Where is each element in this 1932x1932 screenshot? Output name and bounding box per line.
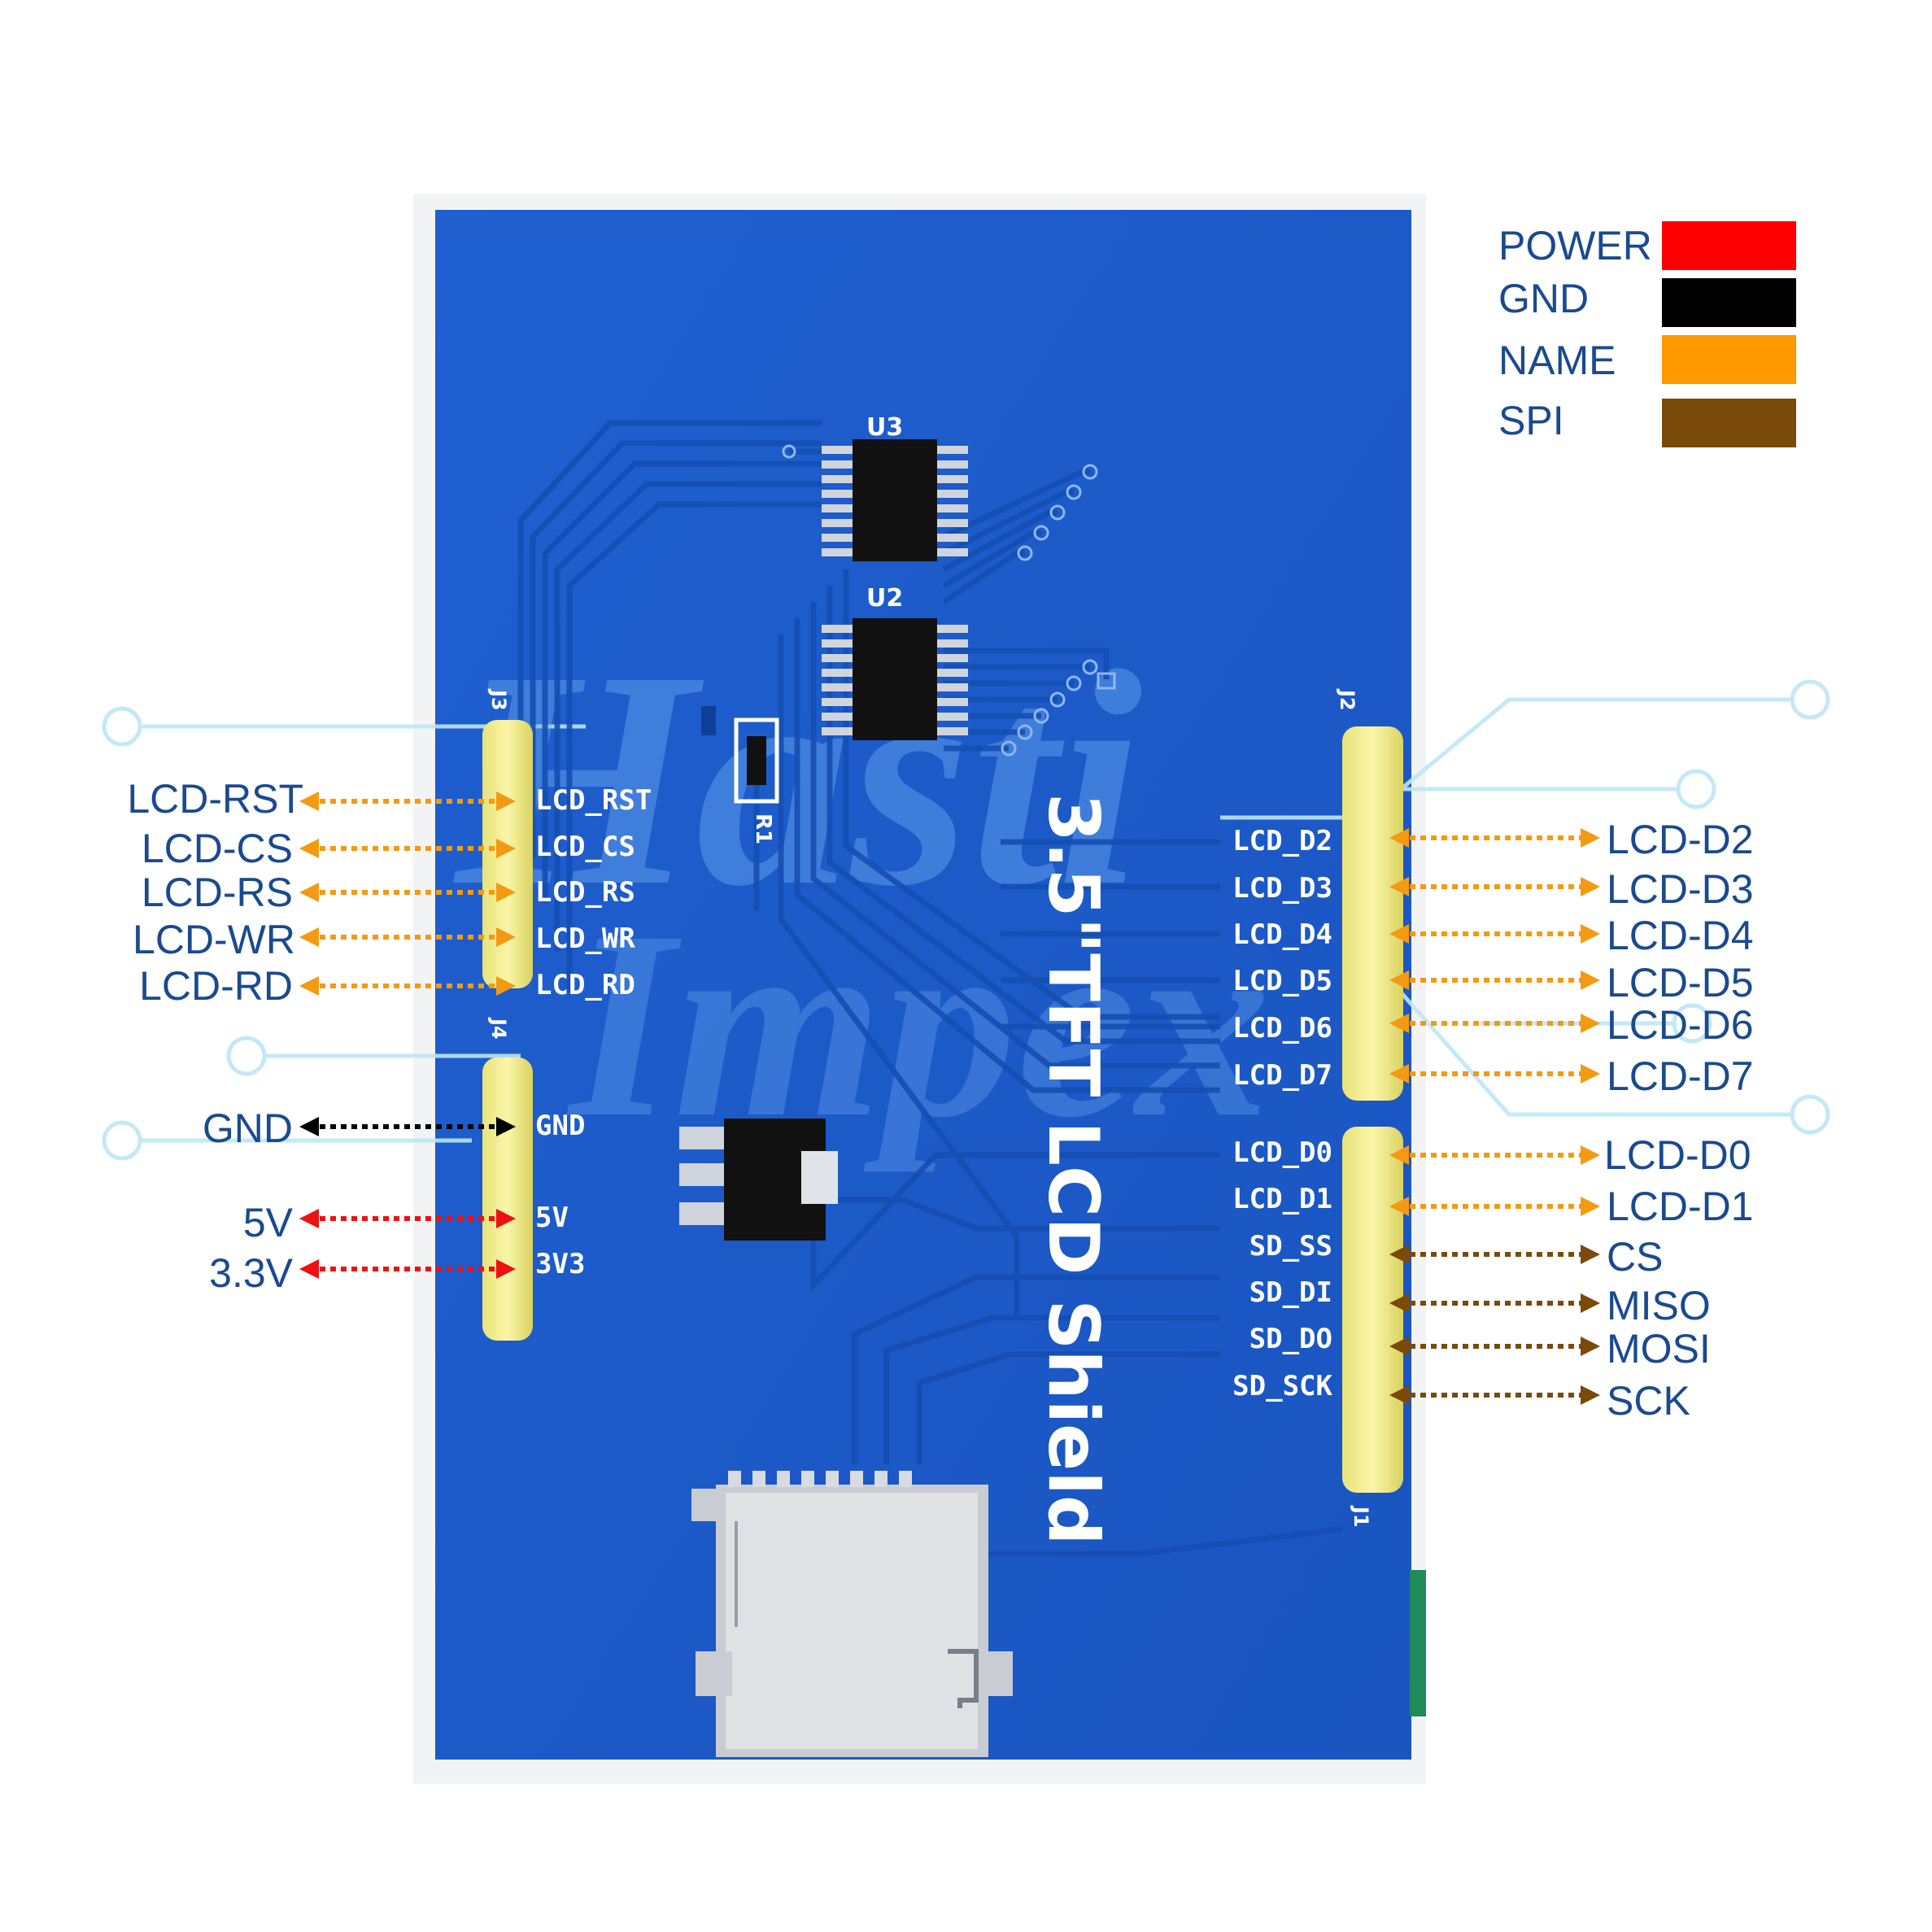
legend-swatch-name — [1662, 335, 1796, 384]
board-title: 3.5"TFT LCD Shield — [1032, 793, 1114, 1545]
pin-label-lcd-rs: LCD-RS — [141, 870, 293, 915]
pin-label-lcd-wr: LCD-WR — [133, 917, 295, 962]
pin-label-lcd-d0: LCD-D0 — [1604, 1132, 1751, 1178]
silk-lcd-cs: LCD_CS — [535, 831, 635, 863]
silk-lcd-rs: LCD_RS — [535, 876, 635, 909]
silk-3v3: 3V3 — [535, 1248, 585, 1280]
ref-j1: J1 — [1350, 1505, 1372, 1528]
pin-label-sck: SCK — [1607, 1378, 1690, 1424]
ref-u2: U2 — [866, 584, 903, 613]
silk-lcd-d2: LCD_D2 — [1232, 825, 1332, 857]
silk-lcd-rd: LCD_RD — [535, 969, 635, 1001]
pin-arrows — [299, 792, 1600, 1405]
pin-label-lcd-d5: LCD-D5 — [1607, 960, 1754, 1005]
silk-sd-di: SD_DI — [1249, 1276, 1332, 1309]
silk-lcd-d4: LCD_D4 — [1232, 918, 1332, 951]
watermark-circuit — [102, 679, 1830, 1161]
silk-sd-sck: SD_SCK — [1232, 1370, 1332, 1402]
silk-sd-do: SD_DO — [1249, 1323, 1332, 1355]
silk-lcd-d1: LCD_D1 — [1232, 1183, 1332, 1215]
pin-label-lcd-d6: LCD-D6 — [1607, 1002, 1754, 1048]
pin-label-lcd-d7: LCD-D7 — [1607, 1053, 1754, 1099]
legend-label-spi: SPI — [1498, 398, 1564, 443]
header-j4: J4 — [482, 1017, 533, 1341]
legend-label-name: NAME — [1498, 338, 1616, 383]
silk-lcd-d0: LCD_D0 — [1232, 1136, 1332, 1169]
ic-u3: U3 — [822, 413, 968, 561]
silk-5v: 5V — [535, 1202, 569, 1234]
ref-u3: U3 — [866, 413, 903, 442]
pin-label-lcd-d3: LCD-D3 — [1607, 866, 1754, 912]
pin-label-3v3: 3.3V — [209, 1250, 293, 1296]
legend-swatch-power — [1662, 221, 1796, 270]
pin-label-lcd-rd: LCD-RD — [139, 963, 293, 1009]
pin-label-lcd-d1: LCD-D1 — [1607, 1184, 1754, 1229]
header-j2: J2 — [1336, 688, 1403, 1101]
silk-sd-ss: SD_SS — [1249, 1230, 1332, 1263]
pin-label-lcd-d4: LCD-D4 — [1607, 913, 1754, 958]
silkscreen-labels: LCD_RST LCD_CS LCD_RS LCD_WR LCD_RD GND … — [535, 784, 1333, 1402]
header-j1: J1 — [1342, 1127, 1403, 1528]
ref-j2: J2 — [1336, 688, 1359, 711]
header-j3: J3 — [482, 688, 533, 988]
silk-lcd-rst: LCD_RST — [535, 784, 652, 817]
legend-label-gnd: GND — [1498, 276, 1590, 321]
legend-swatch-gnd — [1662, 278, 1796, 327]
resistor-r1: R1 — [734, 717, 779, 844]
pin-label-lcd-rst: LCD-RST — [127, 776, 303, 822]
pin-label-miso: MISO — [1607, 1283, 1711, 1328]
pcb-edge — [1410, 1570, 1426, 1716]
pin-label-mosi: MOSI — [1607, 1326, 1711, 1372]
silk-gnd: GND — [535, 1110, 585, 1142]
legend-swatch-spi — [1662, 399, 1796, 447]
legend-label-power: POWER — [1498, 223, 1652, 268]
ref-j3: J3 — [487, 688, 510, 711]
vias — [782, 444, 1116, 757]
pin-label-gnd: GND — [202, 1106, 293, 1151]
ref-r1: R1 — [751, 813, 775, 844]
sd-card-slot — [691, 1471, 1013, 1757]
silk-lcd-d7: LCD_D7 — [1232, 1059, 1332, 1092]
ref-j4: J4 — [487, 1017, 510, 1040]
silk-lcd-d5: LCD_D5 — [1232, 965, 1332, 997]
pin-label-lcd-cs: LCD-CS — [141, 826, 293, 871]
silk-lcd-d6: LCD_D6 — [1232, 1012, 1332, 1045]
pin-label-5v: 5V — [242, 1200, 293, 1245]
ic-u2: U2 — [822, 584, 968, 740]
voltage-regulator — [679, 1119, 838, 1241]
test-pad — [701, 706, 716, 735]
pin-label-cs: CS — [1607, 1234, 1664, 1280]
silk-lcd-d3: LCD_D3 — [1232, 872, 1332, 905]
pcb-traces — [517, 420, 1343, 1557]
silk-lcd-wr: LCD_WR — [535, 922, 635, 955]
pin-label-lcd-d2: LCD-D2 — [1607, 817, 1754, 862]
